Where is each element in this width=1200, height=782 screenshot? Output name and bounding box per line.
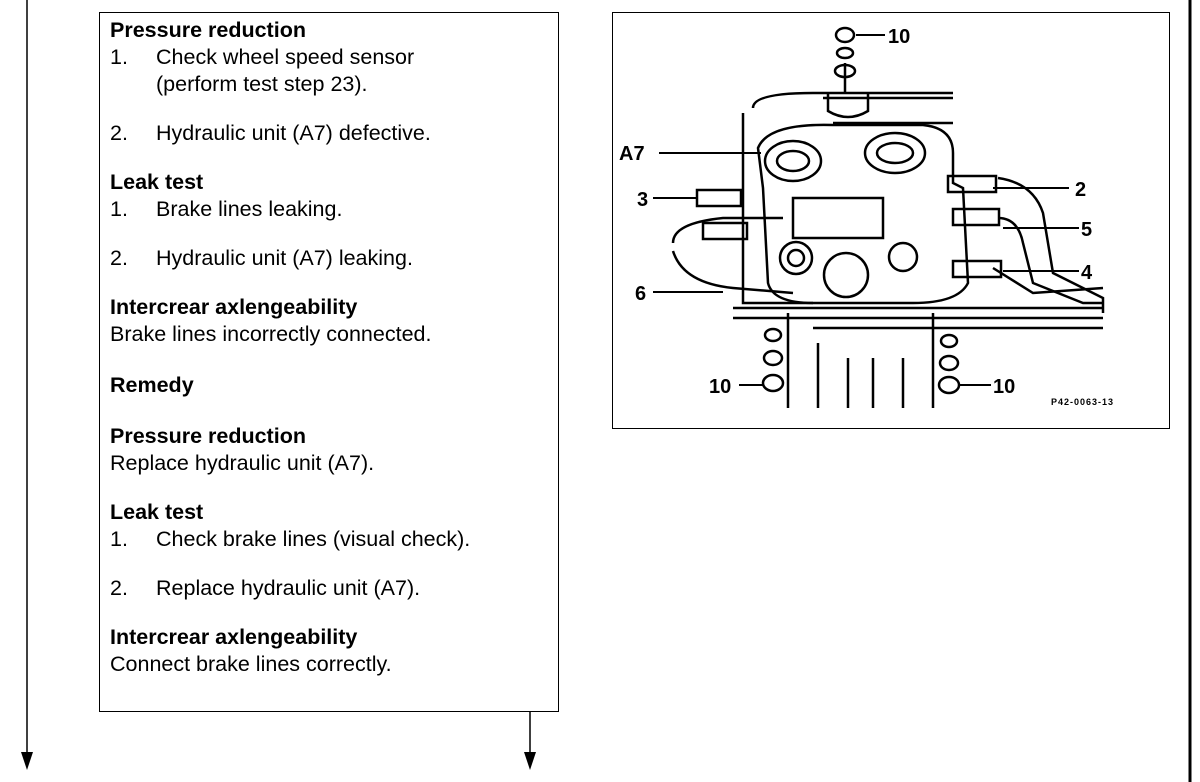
interchange-cause: Intercrear axlengeability Brake lines in… (110, 294, 548, 348)
item-text: Brake lines leaking. (156, 197, 343, 221)
list-item: 1. Check wheel speed sensor (perform tes… (110, 44, 548, 98)
pressure-reduction-cause: Pressure reduction 1. Check wheel speed … (110, 17, 548, 147)
section-heading: Intercrear axlengeability (110, 295, 358, 319)
label-6: 6 (635, 283, 646, 305)
hydraulic-unit-figure: 10 A7 2 3 5 4 6 10 10 P42-0063-13 (612, 12, 1170, 429)
item-number: 1. (110, 527, 128, 551)
item-text: Hydraulic unit (A7) defective. (156, 121, 431, 145)
leak-test-cause: Leak test 1. Brake lines leaking. 2. Hyd… (110, 169, 548, 272)
section-text: Brake lines incorrectly connected. (110, 322, 432, 346)
section-heading: Pressure reduction (110, 18, 306, 42)
item-number: 2. (110, 576, 128, 600)
list-item: 2. Replace hydraulic unit (A7). (110, 575, 548, 602)
label-10-bottom-left: 10 (709, 376, 731, 398)
item-number: 1. (110, 197, 128, 221)
label-a7: A7 (619, 143, 645, 165)
label-5: 5 (1081, 219, 1092, 241)
interchange-remedy: Intercrear axlengeability Connect brake … (110, 624, 548, 678)
list-item: 2. Hydraulic unit (A7) defective. (110, 120, 548, 147)
center-flow-arrowhead (524, 752, 536, 770)
list-item: 2. Hydraulic unit (A7) leaking. (110, 245, 548, 272)
item-number: 2. (110, 121, 128, 145)
label-10-bottom-right: 10 (993, 376, 1015, 398)
item-number: 2. (110, 246, 128, 270)
section-heading: Pressure reduction (110, 424, 306, 448)
label-2: 2 (1075, 179, 1086, 201)
section-text: Connect brake lines correctly. (110, 652, 392, 676)
item-text: Hydraulic unit (A7) leaking. (156, 246, 413, 270)
section-heading: Leak test (110, 170, 204, 194)
leak-test-remedy: Leak test 1. Check brake lines (visual c… (110, 499, 548, 602)
section-heading: Leak test (110, 500, 204, 524)
section-text: Replace hydraulic unit (A7). (110, 451, 375, 475)
item-text: Check brake lines (visual check). (156, 527, 471, 551)
hydraulic-unit-drawing: 10 A7 2 3 5 4 6 10 10 P42-0063-13 (619, 26, 1114, 408)
list-item: 1. Check brake lines (visual check). (110, 526, 548, 553)
left-flow-arrowhead (21, 752, 33, 770)
remedy-heading-block: Remedy (110, 372, 548, 399)
figure-code: P42-0063-13 (1051, 397, 1114, 407)
item-text: Replace hydraulic unit (A7). (156, 576, 421, 600)
item-text: Check wheel speed sensor (perform test s… (156, 45, 415, 96)
label-4: 4 (1081, 262, 1093, 284)
list-item: 1. Brake lines leaking. (110, 196, 548, 223)
section-heading: Intercrear axlengeability (110, 625, 358, 649)
remedy-heading: Remedy (110, 373, 194, 397)
label-10-top: 10 (888, 26, 910, 48)
pressure-reduction-remedy: Pressure reduction Replace hydraulic uni… (110, 423, 548, 477)
label-3: 3 (637, 189, 648, 211)
item-number: 1. (110, 45, 128, 69)
diagnosis-box: Pressure reduction 1. Check wheel speed … (99, 12, 559, 712)
